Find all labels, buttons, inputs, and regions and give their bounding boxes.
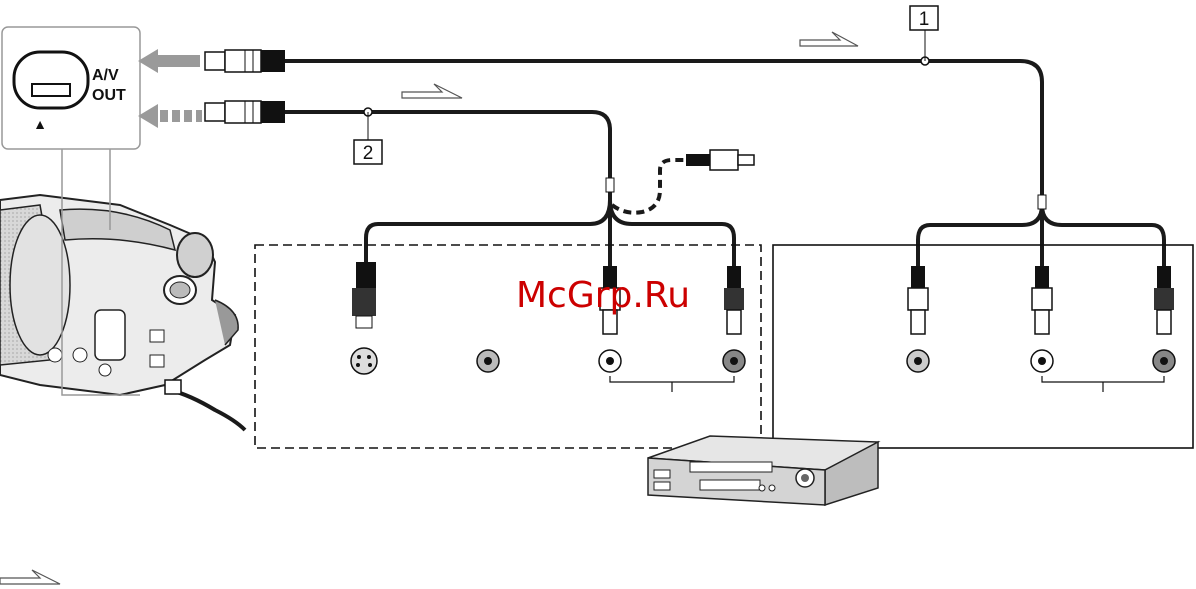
insert-arrow-dashed-icon (138, 104, 202, 128)
rca-plug-white-icon (1032, 266, 1052, 334)
insert-arrow-solid-icon (138, 49, 200, 73)
s-video-jack-icon (351, 348, 377, 374)
av-jack-icon (1153, 350, 1175, 372)
av-jack-icon (1031, 350, 1053, 372)
av-label-line1: A/V (92, 67, 119, 84)
vcr-recorder-icon (648, 436, 878, 505)
av-jack-icon (723, 350, 745, 372)
camcorder-icon (0, 195, 238, 395)
av-out-panel: ▲ A/V OUT (2, 27, 140, 149)
watermark: McGrp.Ru (516, 275, 690, 316)
av-plug-icon (205, 101, 285, 123)
av-jack-icon (599, 350, 621, 372)
signal-flow-arrow-icon (0, 570, 60, 584)
av-out-jack-icon (14, 52, 88, 108)
rca-plug-red-icon (1154, 266, 1174, 334)
svg-text:1: 1 (919, 9, 930, 30)
audio-pair-bracket (1042, 376, 1164, 392)
device-input-panel-solid (773, 245, 1193, 448)
av-plug-icon (686, 150, 754, 170)
signal-flow-arrow-icon (800, 32, 858, 46)
audio-pair-bracket (610, 376, 734, 392)
av-jack-icon (907, 350, 929, 372)
camcorder-cable (170, 390, 245, 430)
rca-plug-red-icon (724, 266, 744, 334)
callout-2: 2 (354, 140, 382, 164)
rca-plug-yellow-icon (908, 266, 928, 334)
jack-triangle-marker: ▲ (33, 116, 47, 132)
s-video-plug-icon (352, 262, 376, 328)
av-label-line2: OUT (92, 87, 126, 104)
av-jack-icon (477, 350, 499, 372)
signal-flow-arrow-icon (402, 84, 462, 98)
callout-1: 1 (910, 6, 938, 30)
svg-text:2: 2 (363, 143, 374, 164)
av-plug-icon (205, 50, 285, 72)
optional-audio-cable (612, 160, 690, 213)
